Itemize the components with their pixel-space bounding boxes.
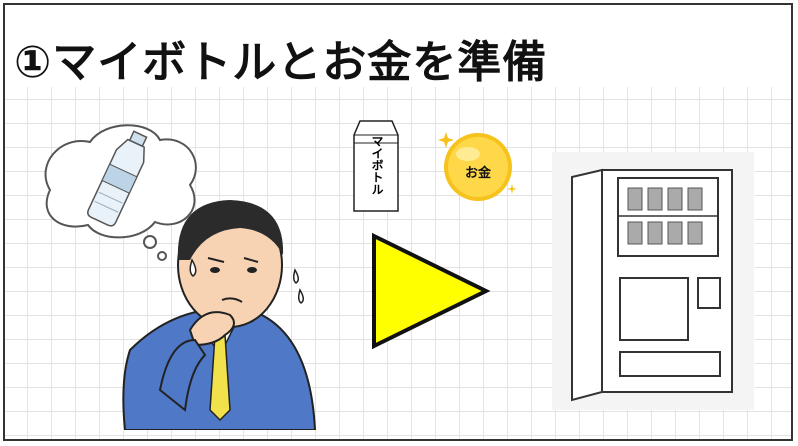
my-bottle-label: マイボトル (370, 135, 384, 195)
my-bottle-icon (353, 120, 399, 212)
coin-label: お金 (464, 166, 491, 181)
vending-machine-illustration (552, 152, 754, 410)
play-arrow-icon (372, 232, 491, 350)
thinking-man-illustration (44, 124, 317, 430)
title-band (5, 5, 791, 87)
man-figure (122, 200, 317, 430)
water-bottle-thought-icon (87, 130, 148, 227)
slide-title: ①マイボトルとお金を準備 (14, 37, 548, 88)
coin-icon (438, 132, 517, 201)
